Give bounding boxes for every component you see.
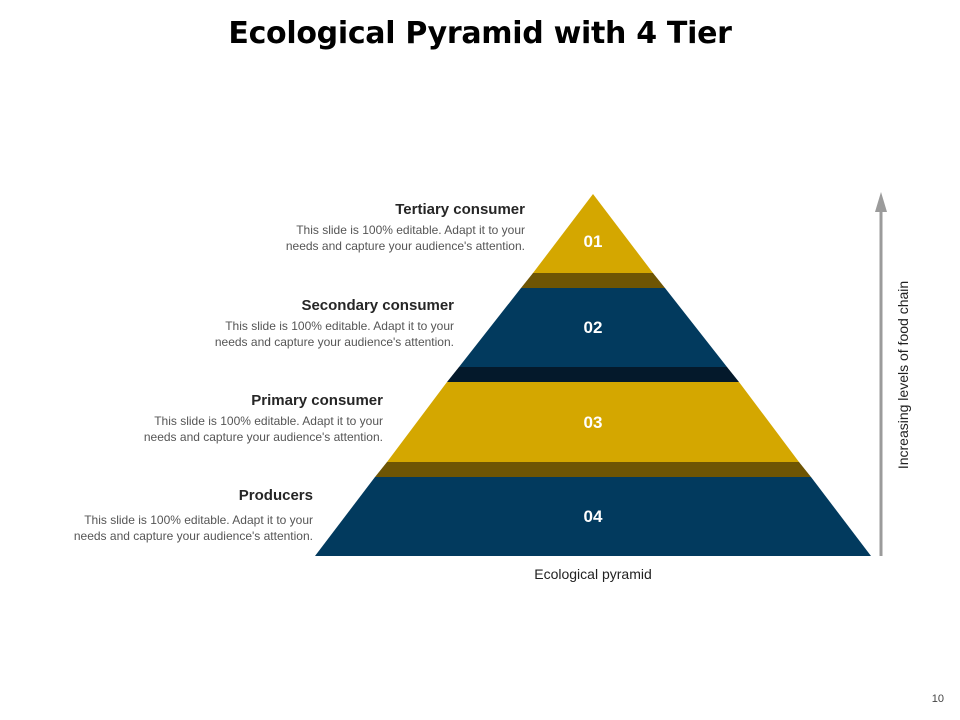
page-number: 10 <box>931 693 944 705</box>
tier-heading-producers: Producers <box>238 487 313 504</box>
tier-heading-secondary: Secondary consumer <box>301 297 454 314</box>
tier-description-line: This slide is 100% editable. Adapt it to… <box>154 414 383 428</box>
tier-02-shadow <box>447 367 739 382</box>
tier-heading-primary: Primary consumer <box>251 392 383 409</box>
food-chain-axis-label: Increasing levels of food chain <box>895 280 911 470</box>
tier-number-04: 04 <box>584 507 603 526</box>
tier-text-primary: Primary consumer This slide is 100% edit… <box>83 392 383 445</box>
tier-description-line: needs and capture your audience's attent… <box>214 335 454 349</box>
tier-heading-tertiary: Tertiary consumer <box>395 201 525 218</box>
tier-01-apex <box>533 194 653 273</box>
tier-number-01: 01 <box>584 232 603 251</box>
pyramid-caption: Ecological pyramid <box>534 566 652 582</box>
tier-02-band <box>459 288 727 367</box>
tier-03-shadow <box>375 462 811 477</box>
tier-description-line: needs and capture your audience's attent… <box>143 430 383 444</box>
tier-description-secondary: This slide is 100% editable. Adapt it to… <box>154 318 454 350</box>
food-chain-arrow-head-icon <box>875 192 887 212</box>
tier-description-line: This slide is 100% editable. Adapt it to… <box>84 513 313 527</box>
tier-text-secondary: Secondary consumer This slide is 100% ed… <box>154 297 454 350</box>
tier-description-line: This slide is 100% editable. Adapt it to… <box>296 223 525 237</box>
tier-number-03: 03 <box>584 413 603 432</box>
tier-number-02: 02 <box>584 318 603 337</box>
tier-01-shadow <box>521 273 665 288</box>
tier-text-tertiary: Tertiary consumer This slide is 100% edi… <box>225 201 525 254</box>
tier-description-primary: This slide is 100% editable. Adapt it to… <box>83 413 383 445</box>
tier-description-line: needs and capture your audience's attent… <box>73 529 313 543</box>
tier-description-tertiary: This slide is 100% editable. Adapt it to… <box>225 222 525 254</box>
tier-description-producers: This slide is 100% editable. Adapt it to… <box>13 512 313 544</box>
tier-description-line: needs and capture your audience's attent… <box>285 239 525 253</box>
tier-04-base <box>315 477 871 556</box>
tier-text-producers: Producers This slide is 100% editable. A… <box>13 487 313 544</box>
tier-03-band <box>387 382 799 462</box>
tier-description-line: This slide is 100% editable. Adapt it to… <box>225 319 454 333</box>
slide-title: Ecological Pyramid with 4 Tier <box>228 16 732 51</box>
